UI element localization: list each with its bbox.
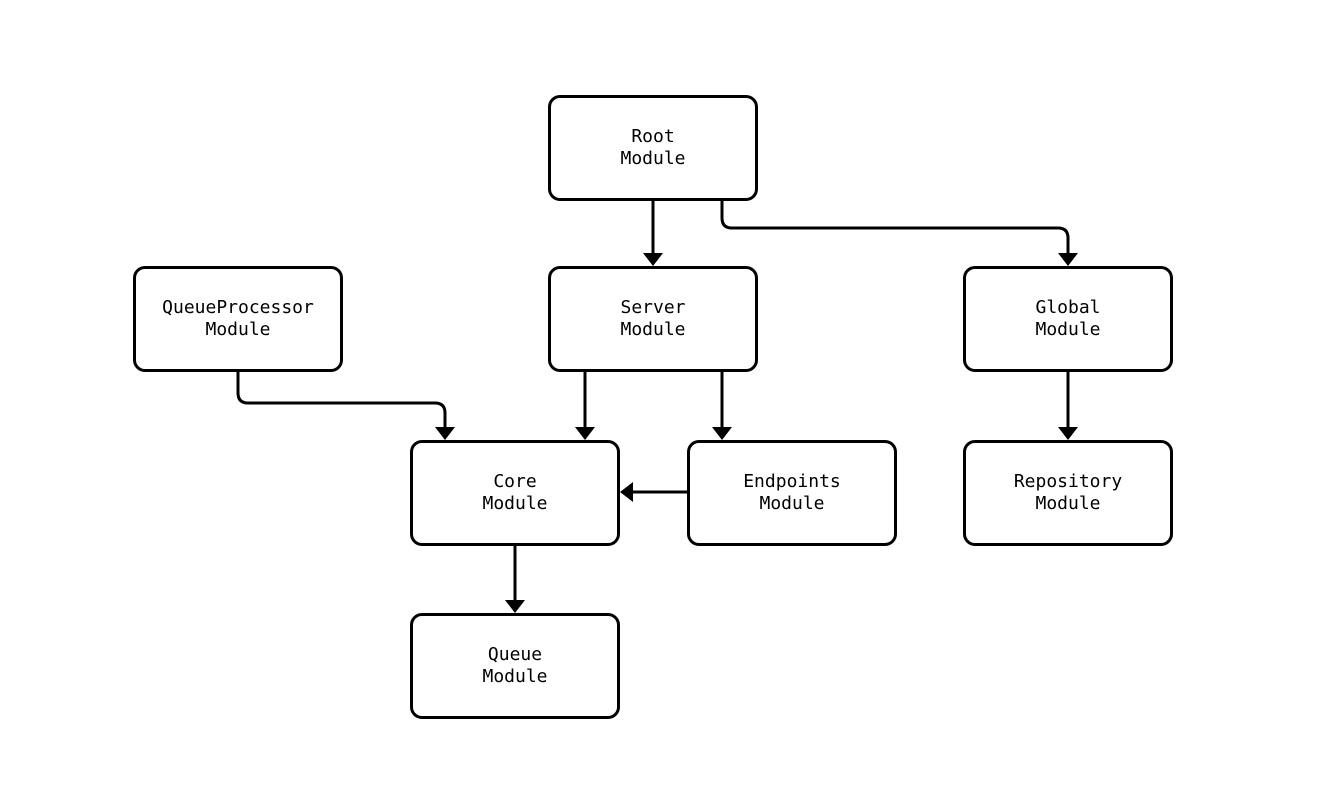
node-label-suffix: Module <box>482 493 548 514</box>
arrowhead-root-to-server <box>643 253 663 266</box>
edge-queueprocessor-to-core <box>236 372 447 429</box>
node-label-suffix: Module <box>1035 493 1101 514</box>
node-label-name: Endpoints <box>743 471 841 492</box>
arrowhead-queueprocessor-to-core <box>435 427 455 440</box>
node-label-name: Root <box>631 126 675 147</box>
arrowhead-core-to-queue <box>505 600 525 613</box>
node-label-name: Repository <box>1013 471 1123 492</box>
node-label-suffix: Module <box>1035 319 1101 340</box>
arrowhead-global-to-repository <box>1058 427 1078 440</box>
node-label-suffix: Module <box>620 148 686 169</box>
node-label-name: QueueProcessor <box>162 297 314 318</box>
arrowhead-root-to-global <box>1058 253 1078 266</box>
arrowhead-endpoints-to-core <box>620 482 633 502</box>
node-label-suffix: Module <box>759 493 825 514</box>
node-label-name: Core <box>493 471 537 492</box>
node-label-name: Server <box>620 297 686 318</box>
node-label-suffix: Module <box>620 319 686 340</box>
node-label-name: Global <box>1035 297 1101 318</box>
node-label-suffix: Module <box>482 666 548 687</box>
node-label-suffix: Module <box>205 319 271 340</box>
edge-root-to-global <box>720 201 1070 255</box>
arrowhead-server-to-endpoints <box>712 427 732 440</box>
node-label-name: Queue <box>487 644 543 665</box>
arrowhead-server-to-core <box>575 427 595 440</box>
